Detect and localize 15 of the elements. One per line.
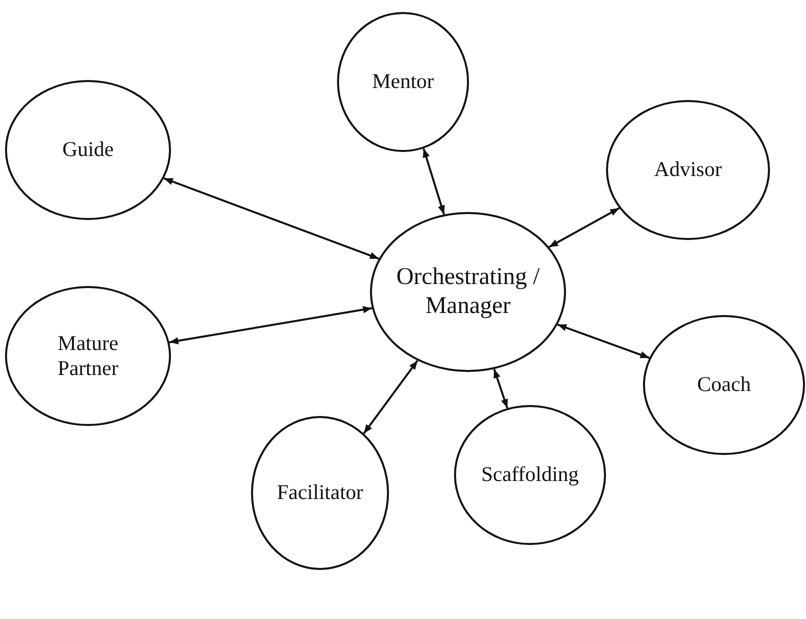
double-arrow — [169, 306, 372, 344]
double-arrow — [557, 324, 650, 359]
node-label: Mature Partner — [56, 330, 120, 382]
node-label: Coach — [697, 372, 751, 398]
node-label: Advisor — [654, 157, 722, 183]
node-label: Facilitator — [276, 480, 364, 506]
double-arrow — [164, 177, 380, 260]
double-arrow — [422, 148, 445, 215]
node-label: Orchestrating / Manager — [395, 263, 541, 321]
node-label: Scaffolding — [481, 462, 579, 488]
node-label: Mentor — [372, 69, 434, 95]
double-arrow — [493, 368, 508, 408]
double-arrow — [548, 207, 620, 248]
node-label: Guide — [62, 137, 114, 163]
double-arrow — [363, 360, 418, 434]
